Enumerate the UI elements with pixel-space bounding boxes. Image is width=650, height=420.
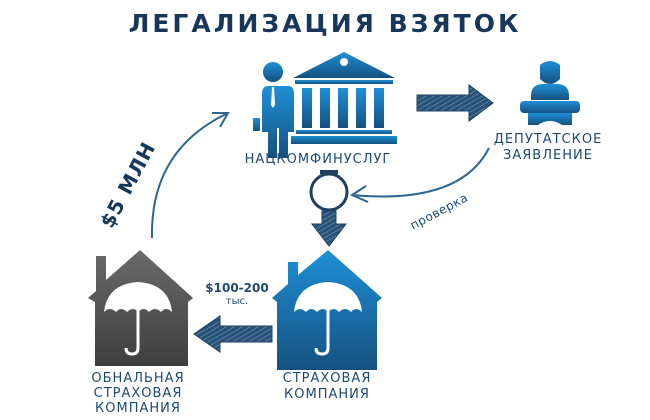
insurance-company-house-icon: [272, 250, 382, 370]
cashout-label-line1: ОБНАЛЬНАЯ: [91, 371, 184, 386]
official-icon: [253, 62, 294, 158]
arrow-right-icon: [416, 84, 494, 122]
regulator-label: НАЦКОМФИНУСЛУГ: [245, 152, 392, 167]
insurer-label-line1: СТРАХОВАЯ: [283, 371, 372, 386]
check-label: проверка: [408, 190, 471, 232]
page-title: ЛЕГАЛИЗАЦИЯ ВЗЯТОК: [129, 9, 522, 38]
payment-amount: $100-200: [205, 281, 268, 295]
down-arrow-icon: [309, 170, 349, 247]
deputy-label-line1: ДЕПУТАТСКОЕ: [494, 132, 603, 147]
bribe-arrow-icon: [150, 112, 230, 239]
cashout-label-line3: КОМПАНИЯ: [95, 401, 181, 416]
arrow-left-icon: [193, 315, 273, 353]
bank-building-icon: [291, 52, 397, 144]
cashout-label-line2: СТРАХОВАЯ: [94, 386, 183, 401]
bribe-amount: $5 МЛН: [95, 138, 160, 232]
insurer-label-line2: КОМПАНИЯ: [284, 387, 370, 402]
check-arrow-icon: [349, 147, 490, 203]
payment-unit: тыс.: [226, 296, 248, 307]
cashout-company-house-icon: [88, 250, 193, 366]
deputy-at-podium-icon: [520, 61, 580, 125]
deputy-label-line2: ЗАЯВЛЕНИЕ: [503, 148, 593, 163]
